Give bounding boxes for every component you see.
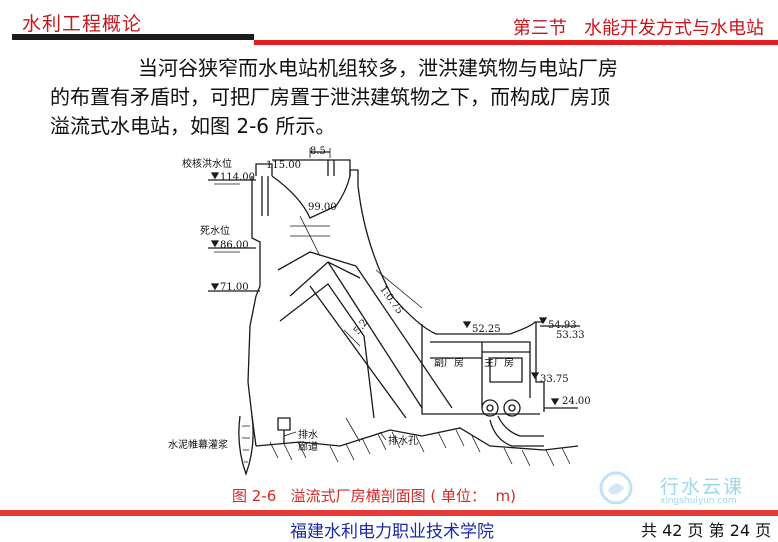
body-line-2: 的布置有矛盾时，可把厂房置于泄洪建筑物之下，而构成厂房顶 bbox=[50, 85, 610, 109]
header-bar-dark bbox=[12, 34, 254, 40]
label-main-house: 主厂房 bbox=[484, 358, 514, 369]
label-el-5225: 52.25 bbox=[472, 324, 501, 335]
footer-school: 福建水利电力职业技术学院 bbox=[290, 522, 494, 542]
header-bar-red bbox=[254, 40, 778, 45]
figure-caption: 图 2-6 溢流式厂房横剖面图 ( 单位： m) bbox=[232, 487, 516, 505]
course-title: 水利工程概论 bbox=[22, 13, 143, 35]
dam-drawing bbox=[208, 148, 580, 476]
label-el-3375: 33.75 bbox=[540, 374, 569, 385]
dam-cross-section-figure: 校核洪水位 114.00 115.00 8.5 99.00 死水位 86.00 … bbox=[160, 146, 591, 478]
body-line-3: 溢流式水电站，如图 2-6 所示。 bbox=[50, 114, 336, 138]
footer-page-counter: 共 42 页 第 24 页 bbox=[641, 521, 772, 540]
label-drain-gallery-1: 排水 bbox=[298, 430, 318, 441]
label-el-5493: 54.93 bbox=[548, 320, 577, 331]
label-el-114: 114.00 bbox=[220, 172, 255, 183]
label-check-flood-level: 校核洪水位 bbox=[182, 159, 232, 170]
section-title: 第三节 水能开发方式与水电站 bbox=[512, 18, 764, 39]
label-el-99: 99.00 bbox=[308, 202, 337, 213]
label-drain-hole: 排水孔 bbox=[388, 436, 418, 447]
label-el-24: 24.00 bbox=[562, 396, 591, 407]
label-el-71: 71.00 bbox=[220, 282, 249, 293]
body-paragraph: 当河谷狭窄而水电站机组较多，泄洪建筑物与电站厂房 的布置有矛盾时，可把厂房置于泄… bbox=[50, 54, 750, 141]
label-el-86: 86.00 bbox=[220, 240, 249, 251]
watermark-logo-icon bbox=[599, 471, 633, 505]
watermark-url: xingshuiyun.com bbox=[660, 496, 737, 506]
footer-bar bbox=[0, 510, 778, 516]
watermark: 行水云课 xingshuiyun.com bbox=[598, 470, 758, 508]
body-line-1: 当河谷狭窄而水电站机组较多，泄洪建筑物与电站厂房 bbox=[138, 56, 618, 80]
watermark-name: 行水云课 bbox=[660, 476, 745, 498]
label-el-5333: 53.33 bbox=[556, 330, 585, 341]
label-dead-level: 死水位 bbox=[200, 226, 230, 237]
label-el-115: 115.00 bbox=[266, 160, 301, 171]
label-grout-curtain: 水泥帷幕灌浆 bbox=[168, 440, 228, 451]
label-dim-85: 8.5 bbox=[310, 146, 326, 157]
label-aux-house: 副厂房 bbox=[434, 358, 464, 369]
label-drain-gallery-2: 廊道 bbox=[298, 442, 318, 453]
